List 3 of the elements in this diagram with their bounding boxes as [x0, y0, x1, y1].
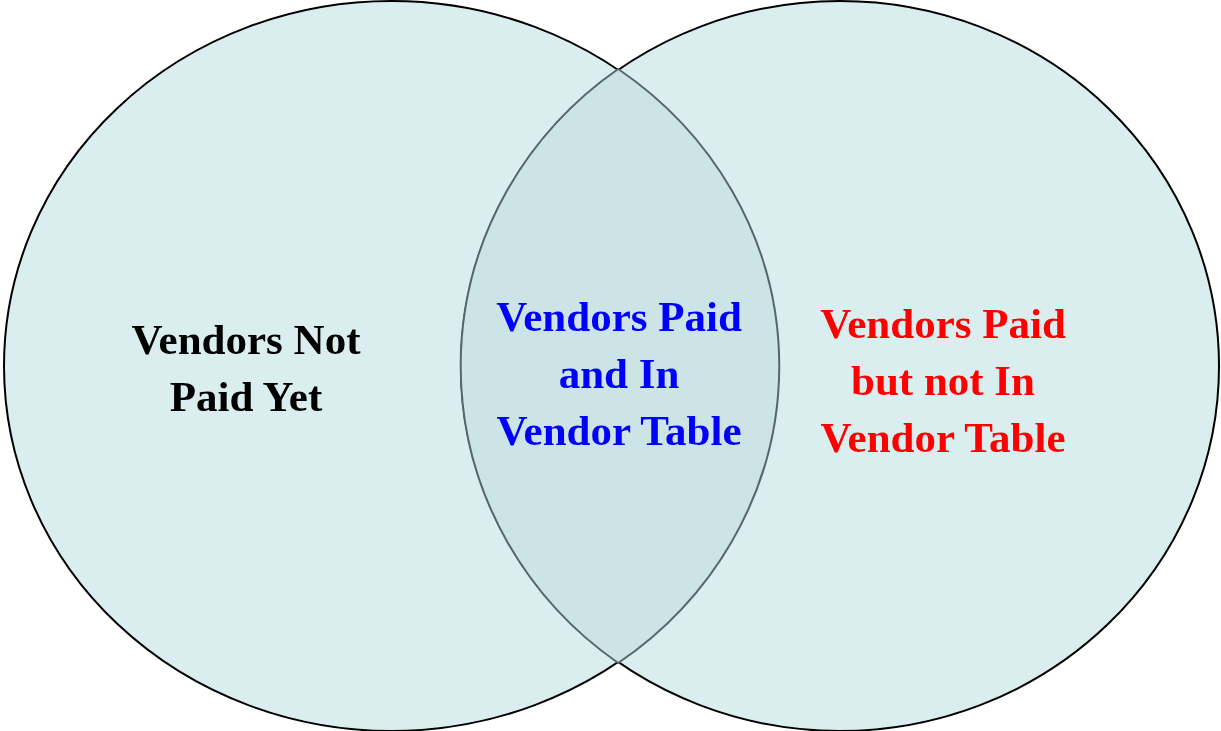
region-label: Vendors Paid but not In Vendor Table — [819, 298, 1067, 463]
region-label: Vendors Not Paid Yet — [130, 315, 362, 422]
region-label: Vendors Paid and In Vendor Table — [495, 291, 743, 456]
